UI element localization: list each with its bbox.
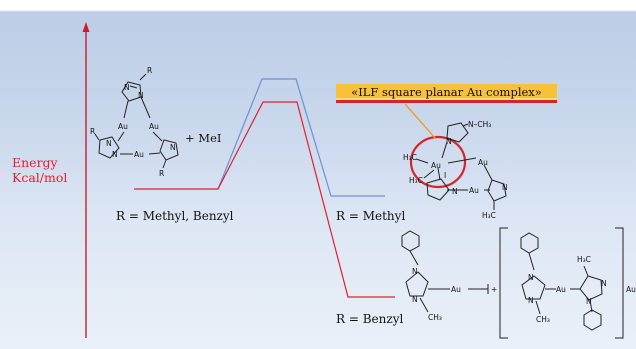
counter-ion-label: Au: [626, 285, 636, 294]
atom-n-cation-3: N: [601, 279, 607, 288]
lower-left-imidazole-ring: [426, 178, 450, 201]
methyl-product-au-structure: [415, 122, 507, 210]
atom-n-cation-1: N: [528, 273, 534, 282]
benzyl-phenyl-ring: [401, 230, 420, 252]
atom-n-benzyl-lower: N: [412, 295, 418, 304]
callout-pointer: [404, 103, 437, 140]
atom-n-left: N: [106, 139, 112, 148]
atom-ch3-aui: CH₃: [428, 313, 442, 322]
ilf-complex-callout: «ILF square planar Au complex»: [336, 84, 557, 103]
plus-sign: +: [491, 285, 497, 294]
energy-axis-label-line1: Energy: [12, 155, 58, 170]
atom-au-bottom: Au: [134, 150, 144, 159]
atom-n-benzyl-upper: N: [412, 267, 418, 276]
atom-au-right: Au: [149, 122, 159, 131]
atom-au-lower: Au: [469, 186, 479, 195]
atom-n-upper: N: [446, 137, 452, 146]
atom-r-left: R: [90, 127, 95, 136]
atom-n-left-2: N: [112, 150, 118, 159]
atom-n-lower-right: N: [502, 183, 508, 192]
lower-right-imidazole-ring: [487, 179, 507, 202]
top-imidazole-ring: [121, 81, 142, 102]
atom-au-right: Au: [478, 158, 488, 167]
benzyl-product-label: R = Benzyl: [336, 312, 404, 326]
atom-h3c-lower: H₃C: [409, 176, 423, 185]
atom-ch3-cation: CH₃: [536, 315, 550, 324]
atom-au-left: Au: [118, 122, 128, 131]
right-imidazole-ring: [159, 139, 179, 161]
atom-n-cation-2: N: [528, 296, 534, 305]
atom-n-top-1: N: [124, 83, 130, 92]
highlight-circle: [409, 135, 467, 189]
atom-n-right: N: [170, 143, 176, 152]
cation-right-imidazole-ring: [579, 275, 603, 301]
atom-n-cation-4: N: [586, 297, 592, 306]
left-bracket: [499, 227, 508, 339]
cation-left-imidazole-ring: [521, 275, 546, 300]
left-imidazole-ring: [98, 136, 120, 159]
atom-i: I: [444, 171, 446, 180]
energy-axis-label-line2: Kcal/mol: [12, 170, 68, 185]
reactant-trinuclear-au-structure: [94, 73, 179, 169]
atom-r-bottom: R: [159, 169, 164, 178]
benzyl-energy-path: [134, 101, 395, 298]
reactant-r-label: R = Methyl, Benzyl: [116, 209, 234, 223]
methyl-product-label: R = Methyl: [336, 209, 406, 223]
atom-au-cation: Au: [556, 285, 566, 294]
energy-axis-label: Energy Kcal/mol: [12, 155, 67, 185]
atom-au-center: Au: [431, 161, 441, 170]
atom-h3c-bottom: H₃C: [482, 211, 496, 220]
benzyl-product-aui-structure: [401, 227, 624, 339]
right-bracket: [615, 227, 624, 339]
atom-n-top-2: N: [138, 91, 144, 100]
upper-imidazole-ring: [446, 122, 469, 143]
cation-phenyl-ring-bottom: [583, 309, 602, 331]
atom-n-lower: N: [452, 187, 458, 196]
left-imidazole-ring: [405, 271, 429, 297]
cation-phenyl-ring-top: [520, 232, 539, 254]
energy-axis-arrowhead: [82, 22, 90, 32]
methyl-energy-path: [217, 78, 385, 197]
atom-au-aui: Au: [451, 285, 461, 294]
atom-n-ch3-top: N–CH₃: [468, 120, 491, 129]
reagent-label: + MeI: [185, 131, 222, 145]
atom-h3c-upper: H₃C: [403, 153, 417, 162]
atom-r-top: R: [147, 66, 152, 75]
atom-h3c-cation: H₃C: [577, 255, 591, 264]
